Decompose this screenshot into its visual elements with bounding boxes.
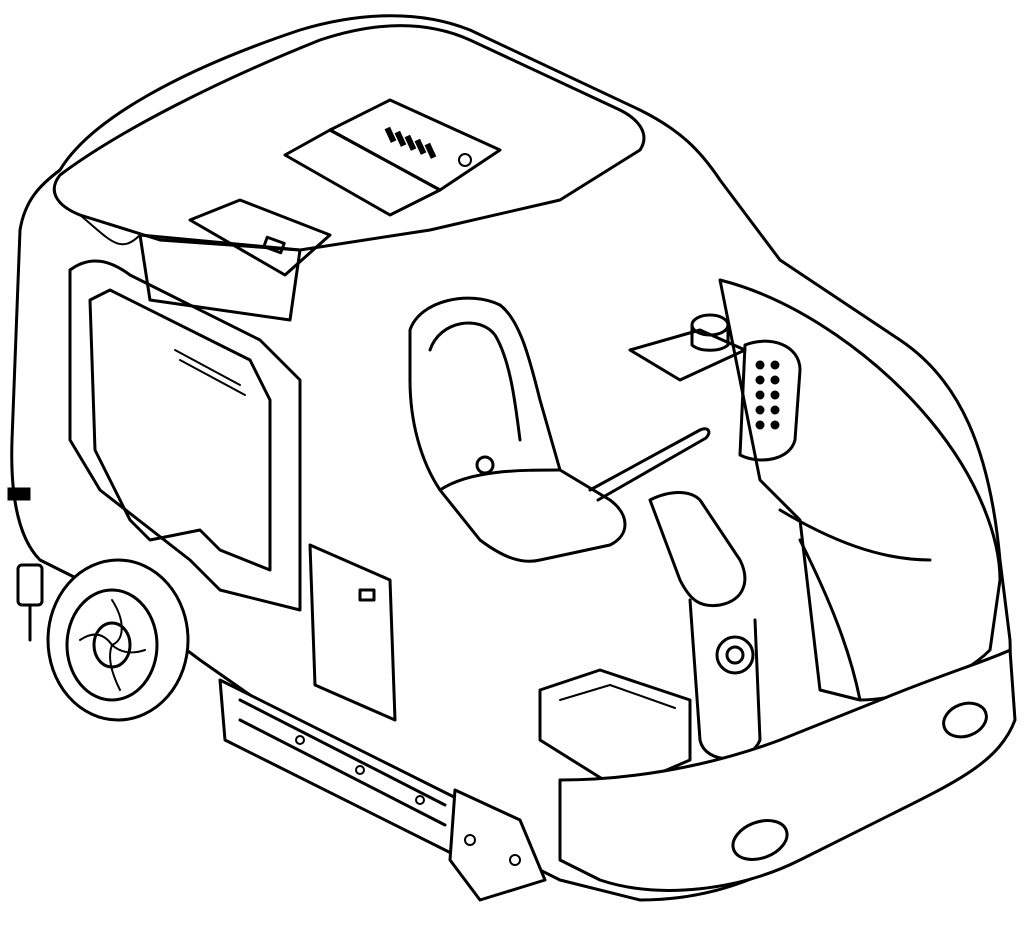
operator-seat	[408, 296, 627, 563]
rear-bumper-pad	[7, 487, 31, 501]
speaker-grille	[738, 339, 802, 462]
rear-tank-lid	[52, 24, 646, 322]
fill-cap-panel	[188, 198, 332, 277]
rear-caster	[16, 563, 44, 642]
footwell	[538, 668, 692, 792]
solution-tank-cap	[628, 313, 747, 382]
side-body-panel	[68, 259, 302, 612]
seat-armrest	[588, 427, 711, 502]
side-door	[308, 543, 397, 722]
skirt-bracket	[448, 788, 547, 902]
vent-slots	[384, 126, 437, 159]
rear-wheel	[46, 558, 190, 722]
top-access-panel	[283, 98, 502, 217]
front-bumper	[558, 648, 1017, 892]
